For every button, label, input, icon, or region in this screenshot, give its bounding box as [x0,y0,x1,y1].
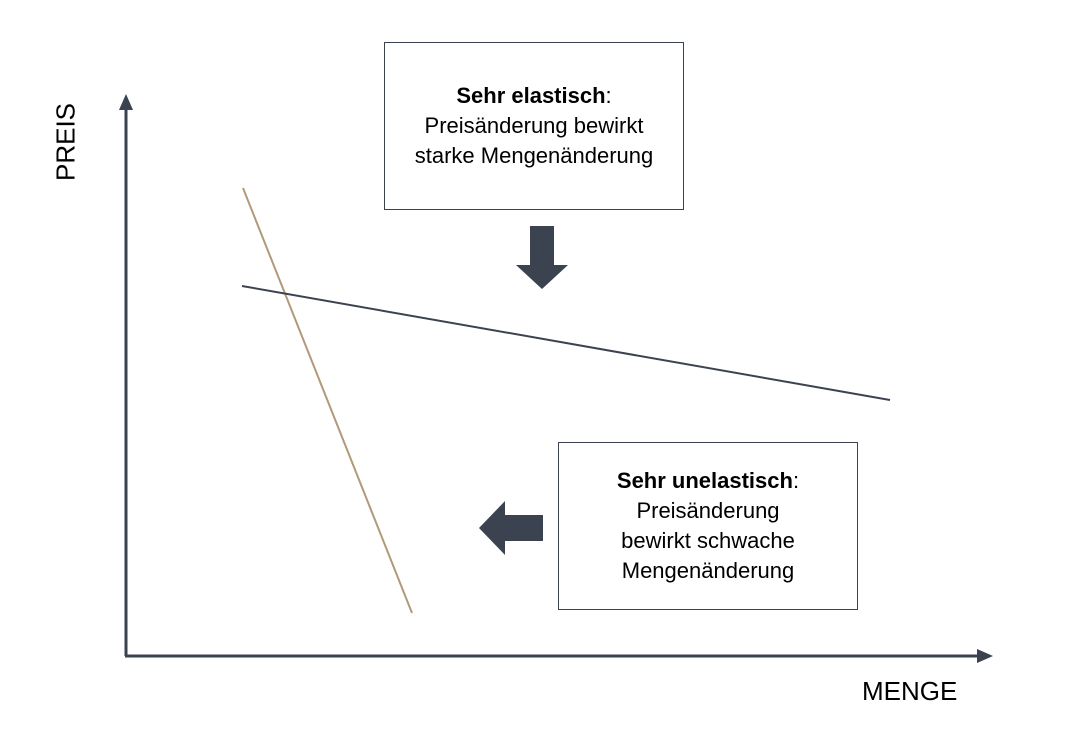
inelastic-callout-box: Sehr unelastisch: Preisänderung bewirkt … [558,442,858,610]
elastic-callout-line: starke Mengenänderung [414,143,654,168]
inelastic-callout-line: Preisänderung [636,498,780,523]
down-arrow-icon [516,226,568,289]
inelastic-callout-colon: : [792,468,800,493]
inelastic-callout-line: bewirkt schwache [621,528,795,553]
elastic-callout-title: Sehr elastisch [456,83,606,108]
inelastic-callout-title-line: Sehr unelastisch: [617,466,799,496]
elastic-demand-line [241,285,891,401]
elastic-callout-box: Sehr elastisch: Preisänderung bewirkt st… [384,42,684,210]
elastic-callout-colon: : [605,83,612,108]
inelastic-callout-title: Sehr unelastisch [616,468,793,493]
inelastic-callout-line: Mengenänderung [621,558,795,583]
inelastic-demand-line [242,187,413,614]
y-axis-arrowhead [119,94,133,110]
elastic-callout-line: Preisänderung bewirkt [424,113,644,138]
left-arrow-icon [479,501,543,555]
y-axis-label: PREIS [50,102,81,182]
x-axis-arrowhead [977,649,993,663]
elastic-callout-title-line: Sehr elastisch: [456,81,611,111]
x-axis-label: MENGE [862,676,958,706]
